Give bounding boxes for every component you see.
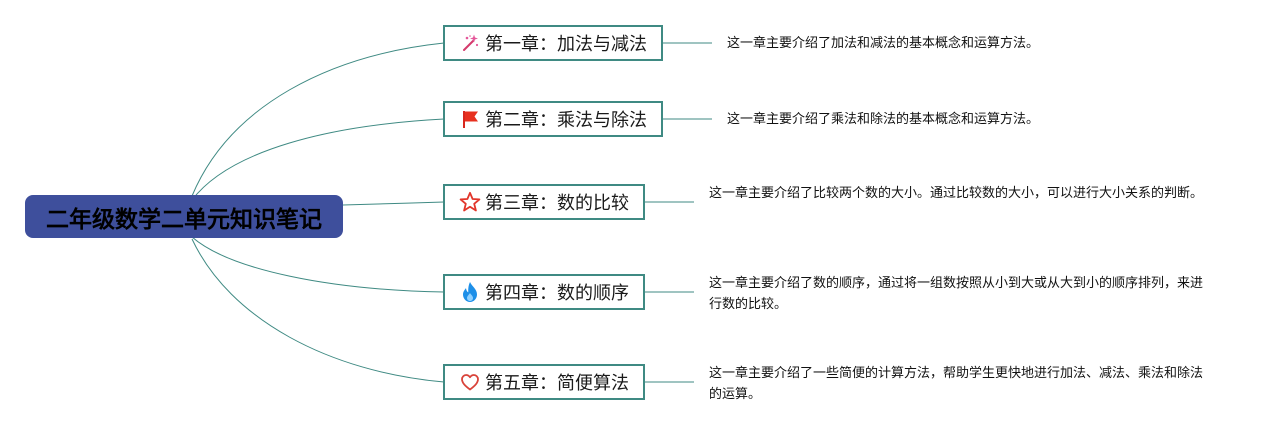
connector-root-chapter-3 [342,201,445,206]
root-topic-label: 二年级数学二单元知识笔记 [46,206,322,233]
chapter-3-topic[interactable]: 第三章：数的比较 [443,184,645,220]
chapter-4-title: 第四章：数的顺序 [485,283,629,304]
connector-root-chapter-2 [191,118,445,201]
chapter-3-description: 这一章主要介绍了比较两个数的大小。通过比较数的大小，可以进行大小关系的判断。 [709,186,1204,201]
heart-outline-icon [459,371,481,393]
connector-root-chapter-4 [191,236,445,293]
root-topic[interactable]: 二年级数学二单元知识笔记 [25,195,343,238]
chapter-4-topic[interactable]: 第四章：数的顺序 [443,274,645,310]
chapter-2-description: 这一章主要介绍了乘法和除法的基本概念和运算方法。 [727,112,1040,127]
connector-root-chapter-5 [191,238,445,383]
chapter-1-description: 这一章主要介绍了加法和减法的基本概念和运算方法。 [727,36,1040,51]
connector-root-chapter-1 [191,42,445,197]
chapter-4-description: 这一章主要介绍了数的顺序，通过将一组数按照从小到大或从大到小的顺序排列，来进行数… [709,276,1204,312]
chapter-3-title: 第三章：数的比较 [485,193,629,214]
chapter-2-title: 第二章：乘法与除法 [485,110,647,131]
magic-sparkle-icon [459,32,481,54]
chapter-5-topic[interactable]: 第五章：简便算法 [443,364,645,400]
flame-icon [459,281,481,303]
chapter-1-title: 第一章：加法与减法 [485,34,647,55]
chapter-2-topic[interactable]: 第二章：乘法与除法 [443,101,663,137]
red-flag-icon [459,108,481,130]
chapter-1-topic[interactable]: 第一章：加法与减法 [443,25,663,61]
star-outline-icon [459,191,481,213]
chapter-5-description: 这一章主要介绍了一些简便的计算方法，帮助学生更快地进行加法、减法、乘法和除法的运… [709,366,1204,402]
chapter-5-title: 第五章：简便算法 [485,373,629,394]
